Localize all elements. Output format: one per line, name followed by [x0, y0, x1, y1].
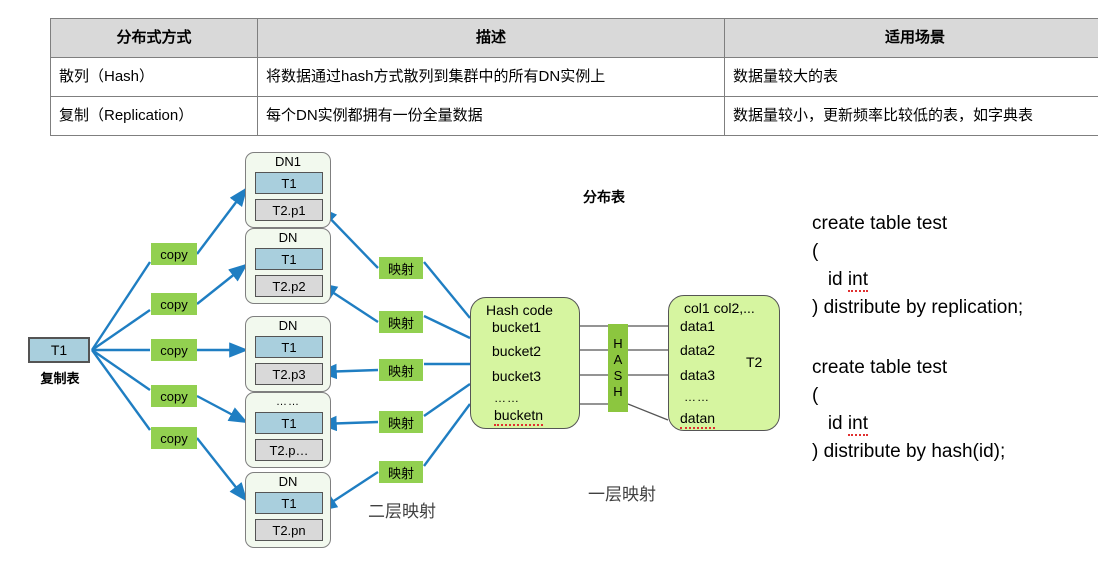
distributed-table-title: 分布表 [583, 189, 625, 205]
copy-label-4: copy [151, 385, 197, 407]
table-cell-desc: 每个DN实例都拥有一份全量数据 [257, 96, 725, 136]
sql-line-1: create table test [812, 357, 948, 378]
mapping-label-5: 映射 [379, 461, 423, 483]
mapping-label-1: 映射 [379, 257, 423, 279]
dn-node-title: DN1 [274, 154, 301, 169]
table-row: 散列（Hash） 将数据通过hash方式散列到集群中的所有DN实例上 数据量较大… [50, 57, 1098, 97]
copy-label-3: copy [151, 339, 197, 361]
sql-line-4: ) distribute by hash(id); [812, 441, 1006, 462]
mapping-label-3: 映射 [379, 359, 423, 381]
data-line-n: datan [680, 410, 716, 429]
dn-node-t1: T1 [255, 412, 323, 434]
one-layer-mapping-caption: 一层映射 [588, 485, 656, 504]
sql-block-replication: create table test ( id int ) distribute … [812, 210, 1023, 322]
dn-node-5: DN T1 T2.pn [245, 472, 331, 548]
sql-line-2: ( [812, 241, 819, 262]
bucket-line-1: bucket1 [492, 319, 542, 335]
table-cell-scenario: 数据量较大的表 [724, 57, 1098, 97]
dn-node-t1: T1 [255, 172, 323, 194]
sql-line-4: ) distribute by replication; [812, 297, 1024, 318]
table-cell-scenario: 数据量较小，更新频率比较低的表，如字典表 [724, 96, 1098, 136]
table-cell-method: 复制（Replication） [50, 96, 258, 136]
hash-bar-char-h2: H [613, 384, 623, 399]
sql-line-3-prefix: id [812, 413, 848, 434]
copy-label-1: copy [151, 243, 197, 265]
dn-node-2: DN T1 T2.p2 [245, 228, 331, 304]
dn-node-title: DN [278, 318, 298, 333]
hash-bar-char-s: S [613, 368, 623, 383]
bucket-line-3: bucket3 [492, 368, 542, 384]
hash-code-heading: Hash code [486, 302, 553, 318]
source-table-t1: T1 [28, 337, 90, 363]
mapping-label-2: 映射 [379, 311, 423, 333]
mapping-label-4: 映射 [379, 411, 423, 433]
bucket-line-n: bucketn [494, 407, 544, 426]
table-header-cell-desc: 描述 [257, 18, 725, 58]
hash-code-box [470, 297, 580, 429]
dn-node-4: …… T1 T2.p… [245, 392, 331, 468]
dn-node-t2: T2.p1 [255, 199, 323, 221]
t2-box-name: T2 [746, 354, 763, 370]
data-line-ellipsis: …… [684, 390, 710, 404]
distribution-table: 分布式方式 描述 适用场景 散列（Hash） 将数据通过hash方式散列到集群中… [50, 18, 1098, 136]
bucket-line-ellipsis: …… [494, 391, 520, 405]
bucket-line-2: bucket2 [492, 343, 542, 359]
dn-node-title: …… [276, 396, 300, 408]
table-cell-method: 散列（Hash） [50, 57, 258, 97]
table-header-cell-method: 分布式方式 [50, 18, 258, 58]
sql-line-3-keyword: int [847, 269, 868, 292]
sql-line-2: ( [812, 385, 819, 406]
sql-line-1: create table test [812, 213, 948, 234]
copy-label-5: copy [151, 427, 197, 449]
hash-function-bar: H A S H [608, 324, 628, 412]
dn-node-3: DN T1 T2.p3 [245, 316, 331, 392]
dn-node-t2: T2.p3 [255, 363, 323, 385]
architecture-diagram: T1 复制表 copy copy copy copy copy 映射 映射 映射… [0, 132, 1098, 561]
sql-block-hash: create table test ( id int ) distribute … [812, 354, 1005, 466]
hash-bar-char-a: A [613, 352, 623, 367]
dn-node-1: DN1 T1 T2.p1 [245, 152, 331, 228]
dn-node-t1: T1 [255, 492, 323, 514]
copy-label-2: copy [151, 293, 197, 315]
table-header-row: 分布式方式 描述 适用场景 [50, 18, 1098, 58]
table-header-cell-scenario: 适用场景 [724, 18, 1098, 58]
dn-node-t1: T1 [255, 336, 323, 358]
table-cell-desc: 将数据通过hash方式散列到集群中的所有DN实例上 [257, 57, 725, 97]
dn-node-title: DN [278, 474, 298, 489]
hash-bar-char-h1: H [613, 336, 623, 351]
dn-node-title: DN [278, 230, 298, 245]
sql-line-3-keyword: int [847, 413, 868, 436]
sql-line-3-prefix: id [812, 269, 848, 290]
data-line-2: data2 [680, 342, 716, 358]
data-line-1: data1 [680, 318, 716, 334]
dn-node-t2: T2.pn [255, 519, 323, 541]
table-row: 复制（Replication） 每个DN实例都拥有一份全量数据 数据量较小，更新… [50, 96, 1098, 136]
dn-node-t2: T2.p… [255, 439, 323, 461]
source-table-caption: 复制表 [40, 371, 80, 386]
t2-columns-heading: col1 col2,... [684, 300, 755, 316]
two-layer-mapping-caption: 二层映射 [368, 502, 436, 521]
t2-data-box [668, 295, 780, 431]
dn-node-t1: T1 [255, 248, 323, 270]
dn-node-t2: T2.p2 [255, 275, 323, 297]
data-line-3: data3 [680, 367, 716, 383]
